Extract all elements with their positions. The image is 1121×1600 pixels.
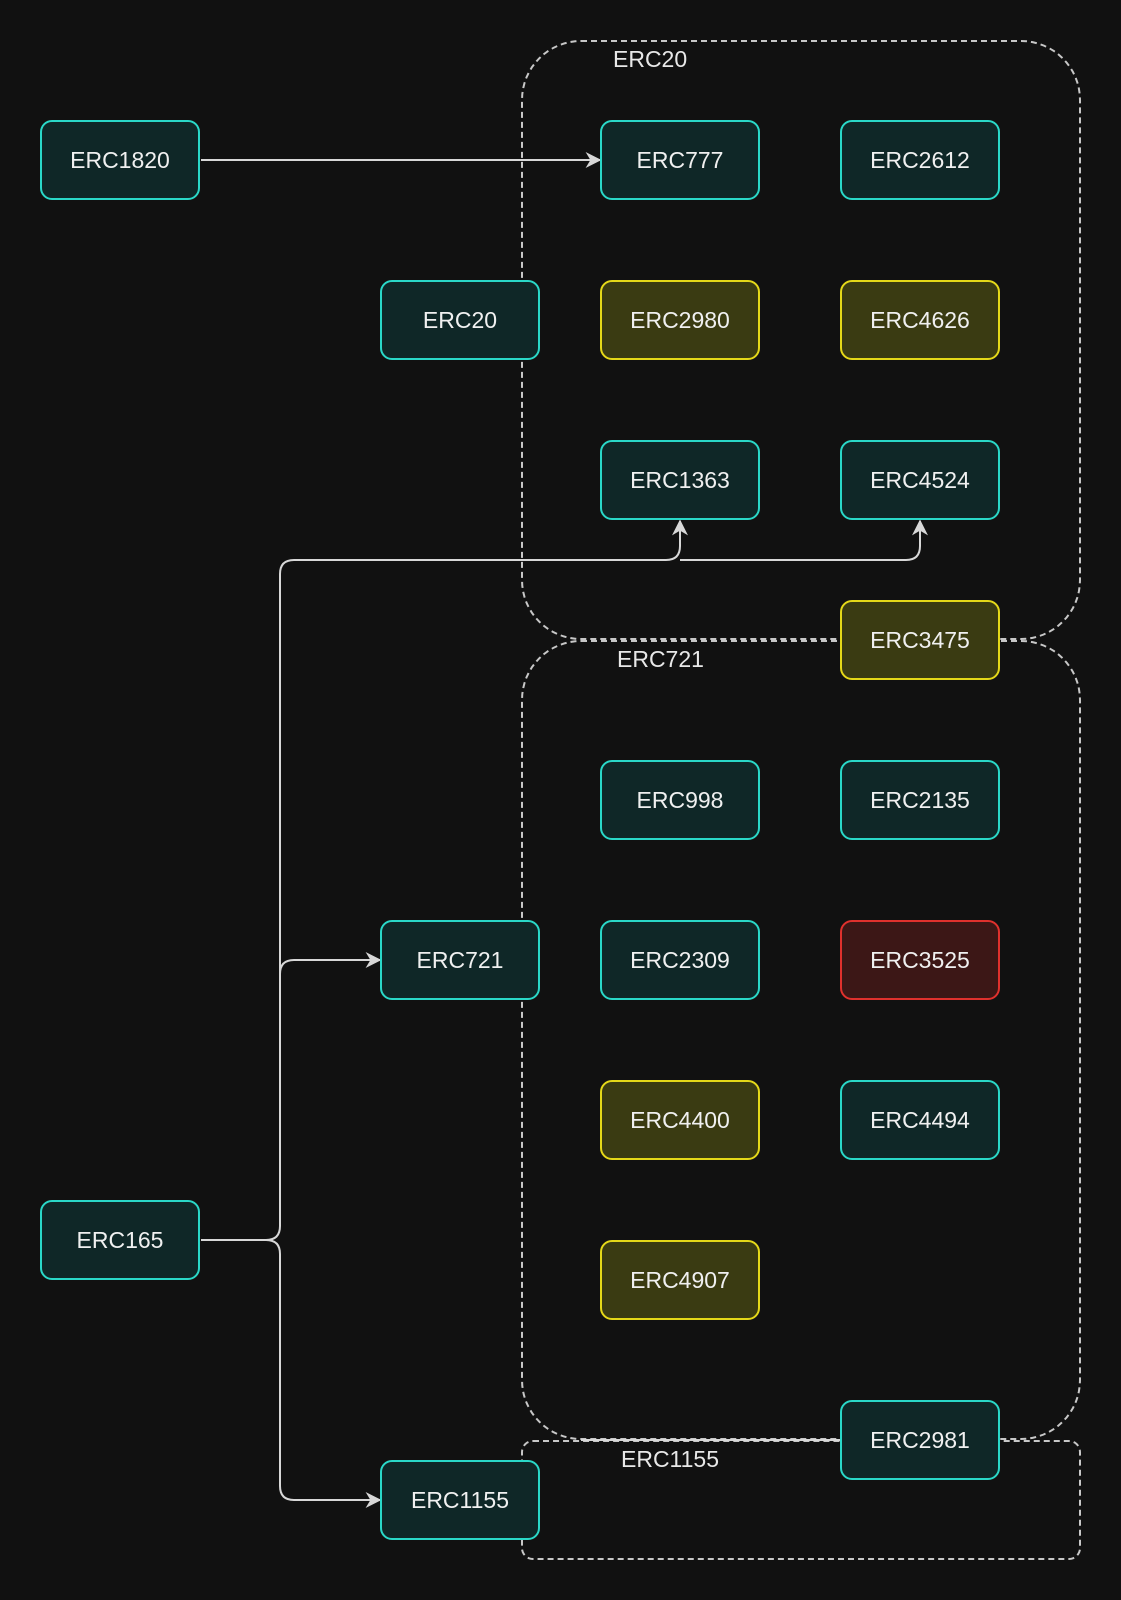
node-erc721[interactable]: ERC721	[380, 920, 540, 1000]
node-label: ERC1155	[410, 1486, 510, 1513]
node-label: ERC998	[636, 786, 724, 813]
node-label: ERC2135	[870, 786, 970, 813]
node-erc4626[interactable]: ERC4626	[840, 280, 1000, 360]
edge-erc165-erc1363	[201, 519, 688, 1241]
node-erc3525[interactable]: ERC3525	[840, 920, 1000, 1000]
node-label: ERC4626	[870, 306, 970, 333]
node-label: ERC2980	[630, 306, 730, 333]
node-label: ERC4524	[870, 466, 970, 493]
node-label: ERC777	[636, 146, 724, 173]
node-label: ERC2309	[630, 946, 730, 973]
node-label: ERC1820	[70, 146, 170, 173]
node-label: ERC4494	[870, 1106, 970, 1133]
node-label: ERC721	[416, 946, 504, 973]
node-label: ERC2981	[870, 1426, 970, 1453]
node-label: ERC2612	[870, 146, 970, 173]
node-label: ERC20	[422, 306, 498, 333]
node-erc165[interactable]: ERC165	[40, 1200, 200, 1280]
edge-erc165-erc721	[279, 952, 382, 975]
node-erc2980[interactable]: ERC2980	[600, 280, 760, 360]
node-label: ERC3475	[870, 626, 970, 653]
node-erc1363[interactable]: ERC1363	[600, 440, 760, 520]
node-label: ERC165	[76, 1226, 164, 1253]
edge-erc165-erc1155	[265, 1239, 382, 1508]
edge-erc165-erc4524	[680, 519, 928, 561]
node-label: ERC4907	[630, 1266, 730, 1293]
node-erc1155[interactable]: ERC1155	[380, 1460, 540, 1540]
node-erc20[interactable]: ERC20	[380, 280, 540, 360]
node-erc777[interactable]: ERC777	[600, 120, 760, 200]
node-erc4907[interactable]: ERC4907	[600, 1240, 760, 1320]
node-erc4524[interactable]: ERC4524	[840, 440, 1000, 520]
node-erc2309[interactable]: ERC2309	[600, 920, 760, 1000]
group-label-erc1155: ERC1155	[621, 1446, 720, 1472]
node-label: ERC3525	[870, 946, 970, 973]
node-erc3475[interactable]: ERC3475	[840, 600, 1000, 680]
group-label-erc20: ERC20	[613, 46, 688, 72]
node-label: ERC1363	[630, 466, 730, 493]
node-erc4400[interactable]: ERC4400	[600, 1080, 760, 1160]
node-label: ERC4400	[630, 1106, 730, 1133]
node-erc2135[interactable]: ERC2135	[840, 760, 1000, 840]
node-erc4494[interactable]: ERC4494	[840, 1080, 1000, 1160]
group-label-erc721: ERC721	[617, 646, 704, 672]
node-erc2612[interactable]: ERC2612	[840, 120, 1000, 200]
node-erc2981[interactable]: ERC2981	[840, 1400, 1000, 1480]
node-erc1820[interactable]: ERC1820	[40, 120, 200, 200]
node-erc998[interactable]: ERC998	[600, 760, 760, 840]
